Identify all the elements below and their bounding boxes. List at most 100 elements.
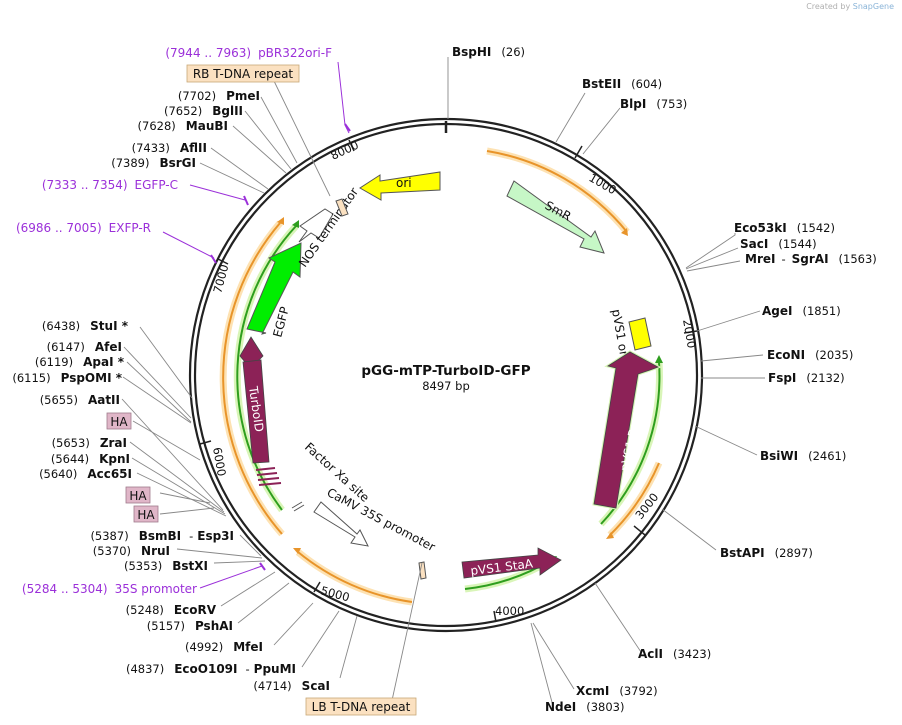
primer-range: (7333 .. 7354) xyxy=(42,178,128,192)
site-pos: (5640) xyxy=(39,467,77,481)
primer-line xyxy=(189,184,246,201)
ori-label: ori xyxy=(396,176,412,190)
primer-label-exfp-r: (6986 .. 7005)EXFP-R xyxy=(16,221,151,235)
site-pos: (7702) xyxy=(178,89,216,103)
primer-mark xyxy=(344,123,351,132)
site-pos: (7628) xyxy=(138,119,176,133)
site-name: BstAPI xyxy=(720,546,765,560)
factor-xa-mark xyxy=(293,504,305,512)
site-pos: (1542) xyxy=(797,221,835,235)
site-pos: (5353) xyxy=(124,559,162,573)
site-pos: (1544) xyxy=(778,237,816,251)
primer-label-egfp-c: (7333 .. 7354) EGFP-C xyxy=(42,178,178,192)
pvs1-staa-arrow xyxy=(461,547,562,579)
tick-label: 4000 xyxy=(495,604,524,618)
leader-line xyxy=(121,398,224,511)
site-name: BsmBI xyxy=(139,529,181,543)
site-pos: (6147) xyxy=(47,340,85,354)
primer-line xyxy=(337,61,350,134)
site-label-bstapi: BstAPI(2897) xyxy=(720,546,813,560)
site-name: ScaI xyxy=(302,679,330,693)
site-name: PspOMI * xyxy=(61,371,123,385)
leader-line xyxy=(273,80,331,197)
lb-repeat-label: LB T-DNA repeat xyxy=(312,700,411,714)
plasmid-length: 8497 bp xyxy=(422,379,470,393)
primer-name: 35S promoter xyxy=(115,582,197,596)
ha-tags xyxy=(255,467,282,486)
primer-mark xyxy=(243,195,249,206)
site-name: EcoNI xyxy=(767,348,805,362)
egfp-arrow xyxy=(246,242,302,335)
lb-repeat-label-box xyxy=(305,697,417,716)
tick-mark xyxy=(574,145,583,159)
site-label-agei: AgeI(1851) xyxy=(762,304,841,318)
factor-xa-mark xyxy=(291,501,303,509)
site-pos: (5655) xyxy=(40,393,78,407)
primer-labels: (7944 .. 7963)pBR322ori-F (7333 .. 7354)… xyxy=(16,46,332,596)
site-label-blpi: BlpI(753) xyxy=(620,97,687,111)
primer-name: EGFP-C xyxy=(135,178,178,192)
site-label-pspomi: (6115)PspOMI * xyxy=(12,371,122,385)
site-pos: (7389) xyxy=(111,156,149,170)
leader-line xyxy=(131,457,226,515)
site-pos: (604) xyxy=(631,77,662,91)
site-label-aatii: (5655)AatII xyxy=(40,393,120,407)
turboid-body xyxy=(242,359,270,464)
site-label-stui: (6438)StuI * xyxy=(42,319,129,333)
site-pos: (4714) xyxy=(253,679,291,693)
site-name: AgeI xyxy=(762,304,792,318)
site-name: Esp3I xyxy=(197,529,234,543)
site-pos: (5157) xyxy=(147,619,185,633)
pvs1-oriv-box xyxy=(628,317,652,351)
site-name: AfeI xyxy=(95,340,122,354)
orf-arc xyxy=(236,225,297,511)
site-name: BglII xyxy=(212,104,243,118)
primer-label-pbr322ori-f: (7944 .. 7963)pBR322ori-F xyxy=(165,46,332,60)
tick-mark xyxy=(217,258,229,265)
site-name: NdeI xyxy=(545,700,576,714)
site-label-bsrgi: (7389) BsrGI xyxy=(111,156,196,170)
leader-line xyxy=(686,260,741,272)
leader-line xyxy=(213,560,266,564)
site-pos: (3803) xyxy=(586,700,624,714)
site-label-mrei-sgrai: MreI-SgrAI(1563) xyxy=(745,252,877,266)
leader-line xyxy=(159,507,215,515)
rb-repeat-box xyxy=(335,198,349,217)
site-pos: (4837) xyxy=(126,662,164,676)
leader-line xyxy=(126,361,192,423)
site-name: NruI xyxy=(141,544,170,558)
site-label-bsphi: BspHI(26) xyxy=(452,45,525,59)
orf-arc xyxy=(297,551,413,603)
site-label-ecorv: (5248)EcoRV xyxy=(126,603,217,617)
primer-line xyxy=(162,231,215,259)
leader-line xyxy=(136,472,227,517)
ha-label-box xyxy=(125,486,151,504)
pvs1-repa-arrow-outline xyxy=(593,351,659,509)
leader-line xyxy=(176,548,263,559)
site-label-acli: AclI(3423) xyxy=(638,647,711,661)
site-name: StuI * xyxy=(90,319,129,333)
primer-name: EXFP-R xyxy=(109,221,151,235)
tick-label: 2000 xyxy=(680,318,699,349)
site-name: BsrGI xyxy=(159,156,196,170)
site-pos: (7433) xyxy=(132,141,170,155)
site-sep: - xyxy=(189,529,193,543)
leader-line xyxy=(685,233,736,269)
leader-line xyxy=(594,582,642,653)
site-pos: (2035) xyxy=(815,348,853,362)
leader-line xyxy=(700,354,764,362)
site-label-bsteii: BstEII(604) xyxy=(582,77,662,91)
site-label-acc65i: (5640)Acc65I xyxy=(39,467,132,481)
camv-35s-arrow xyxy=(313,501,369,547)
site-label-pmei: (7702)PmeI xyxy=(178,89,260,103)
leader-line xyxy=(232,125,287,174)
site-labels-left: (4714)ScaI (4837)EcoO109I-PpuMI (4992)Mf… xyxy=(12,89,330,693)
ha-tag-mark xyxy=(255,467,276,471)
site-name: ApaI * xyxy=(83,355,125,369)
leader-line xyxy=(237,582,290,624)
leader-line xyxy=(685,247,739,270)
leader-line xyxy=(199,162,265,194)
site-name: SgrAI xyxy=(792,252,829,266)
site-pos: (5248) xyxy=(126,603,164,617)
site-label-ecoo109i-ppumi: (4837)EcoO109I-PpuMI xyxy=(126,662,296,676)
